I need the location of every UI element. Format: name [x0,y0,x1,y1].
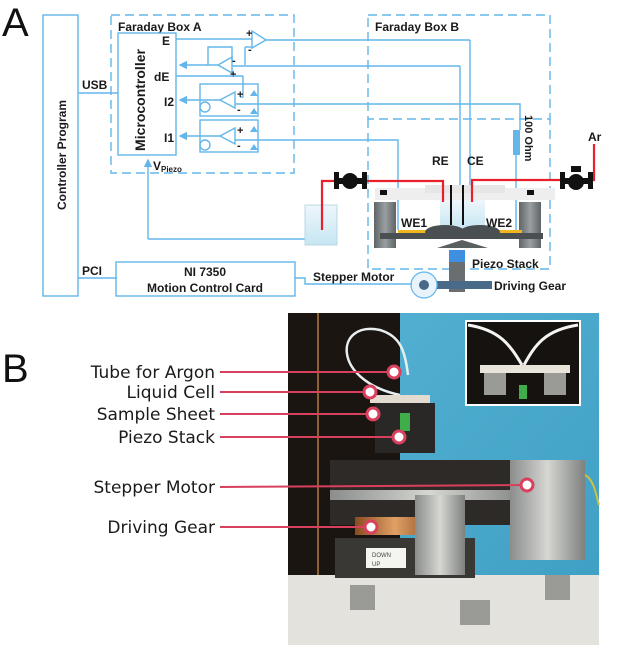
faraday-box-a [110,14,295,174]
valve-left-icon [334,172,367,189]
cell-top-plate [375,188,555,200]
controller-program-block: Controller Program [42,14,79,297]
contact-left [425,225,465,239]
inset-photo [465,320,581,406]
driving-gear-label: Driving Gear [494,279,566,293]
callout-label-stepper-motor: Stepper Motor [94,478,215,498]
i1-diodes [250,126,258,150]
callout-marker-liquid-cell [362,384,378,400]
usb-label: USB [82,78,108,92]
stepper-motor-hub [419,280,429,290]
cell-cap [425,185,505,193]
i1-current-source [199,139,211,151]
callout-label-tube-for-argon: Tube for Argon [90,363,215,383]
driving-gear-element [425,281,492,289]
photo-label-down: DOWN [372,553,391,559]
opamp-i2-plus: + [237,89,243,101]
v-piezo-label: V [153,159,161,173]
callout-label-liquid-cell: Liquid Cell [127,383,215,403]
cell-wall-left [374,202,396,248]
faraday-box-b-label: Faraday Box B [375,20,459,34]
piezo-stack-element [449,250,465,262]
i2-current-source [199,101,211,113]
gas-line-left [320,179,445,230]
resistor-100-ohm [513,130,520,155]
clamp-right [527,190,534,195]
argon-label: Ar [588,130,602,144]
callout-label-sample-sheet: Sample Sheet [97,405,216,425]
ce-label: CE [467,154,484,168]
pin-i2: I2 [164,95,174,109]
ni-card-line1: NI 7350 [184,265,226,279]
opamp-i1-minus: - [237,140,241,152]
opamp-2-minus: - [232,55,236,67]
callout-marker-piezo-stack [391,429,407,445]
ni-card-line2: Motion Control Card [147,281,263,295]
v-piezo-subscript: Piezo [161,165,182,174]
we1-electrode [398,230,430,233]
callout-marker-stepper-motor [519,477,535,493]
callout-marker-sample-sheet [365,406,381,422]
opamp-i2-minus: - [237,104,241,116]
controller-program-label: Controller Program [55,100,69,210]
cell-wall-right [519,202,541,248]
gas-line-right [470,144,596,202]
stepper-motor-label: Stepper Motor [313,270,395,284]
opamp-2-loop [207,46,233,65]
we2-electrode [492,230,522,233]
photo-label-up: UP [372,562,380,568]
pci-label: PCI [82,264,102,278]
re-label: RE [432,154,449,168]
panel-b-letter: B [2,347,29,391]
drive-assembly: Piezo Stack Driving Gear [410,240,566,299]
resistor-label: 100 Ohm [522,115,534,162]
pin-de: dE [154,70,169,84]
opamp-2 [216,55,233,75]
ni-7350-card: NI 7350 Motion Control Card [115,261,296,297]
apparatus-photo: DOWN UP [288,313,600,645]
valve-right-icon [560,166,593,190]
callout-marker-tube-for-argon [386,364,402,380]
pin-i1: I1 [164,131,174,145]
opamp-i2 [218,90,236,110]
piezo-stack-label: Piezo Stack [472,257,539,271]
i2-diodes [250,90,258,114]
opamp-i1 [218,126,236,146]
callout-line-stepper-motor [219,484,528,488]
panel-a-letter: A [2,1,29,45]
we1-label: WE1 [401,216,427,230]
tip-cone [437,240,488,248]
microcontroller-block: Microcontroller E dE I2 I1 [117,32,177,156]
clamp-left [380,190,387,195]
faraday-box-a-label: Faraday Box A [118,20,202,34]
opamp-2-plus: + [230,69,236,81]
de-to-i2 [240,76,244,98]
opamp-1 [251,29,268,50]
argon-gas-lines: Ar [320,130,602,230]
callout-marker-driving-gear [363,519,379,535]
microcontroller-label: Microcontroller [132,48,148,150]
sample-sheet [380,233,543,239]
callout-label-piezo-stack: Piezo Stack [118,428,215,448]
opamp-1-minus: - [248,44,252,56]
liquid-cell-assembly: RE CE WE1 WE2 [304,154,555,248]
opamp-1-plus: + [246,28,252,40]
we2-wire [302,103,521,130]
contact-right [460,225,500,239]
opamp-i1-plus: + [237,125,243,137]
callout-label-driving-gear: Driving Gear [107,518,215,538]
we2-label: WE2 [486,216,512,230]
pin-e: E [162,34,170,48]
stepper-motor-connection [295,277,412,285]
opamp-circuit: + - - + + - + - [176,28,521,230]
faraday-box-b [367,14,551,120]
